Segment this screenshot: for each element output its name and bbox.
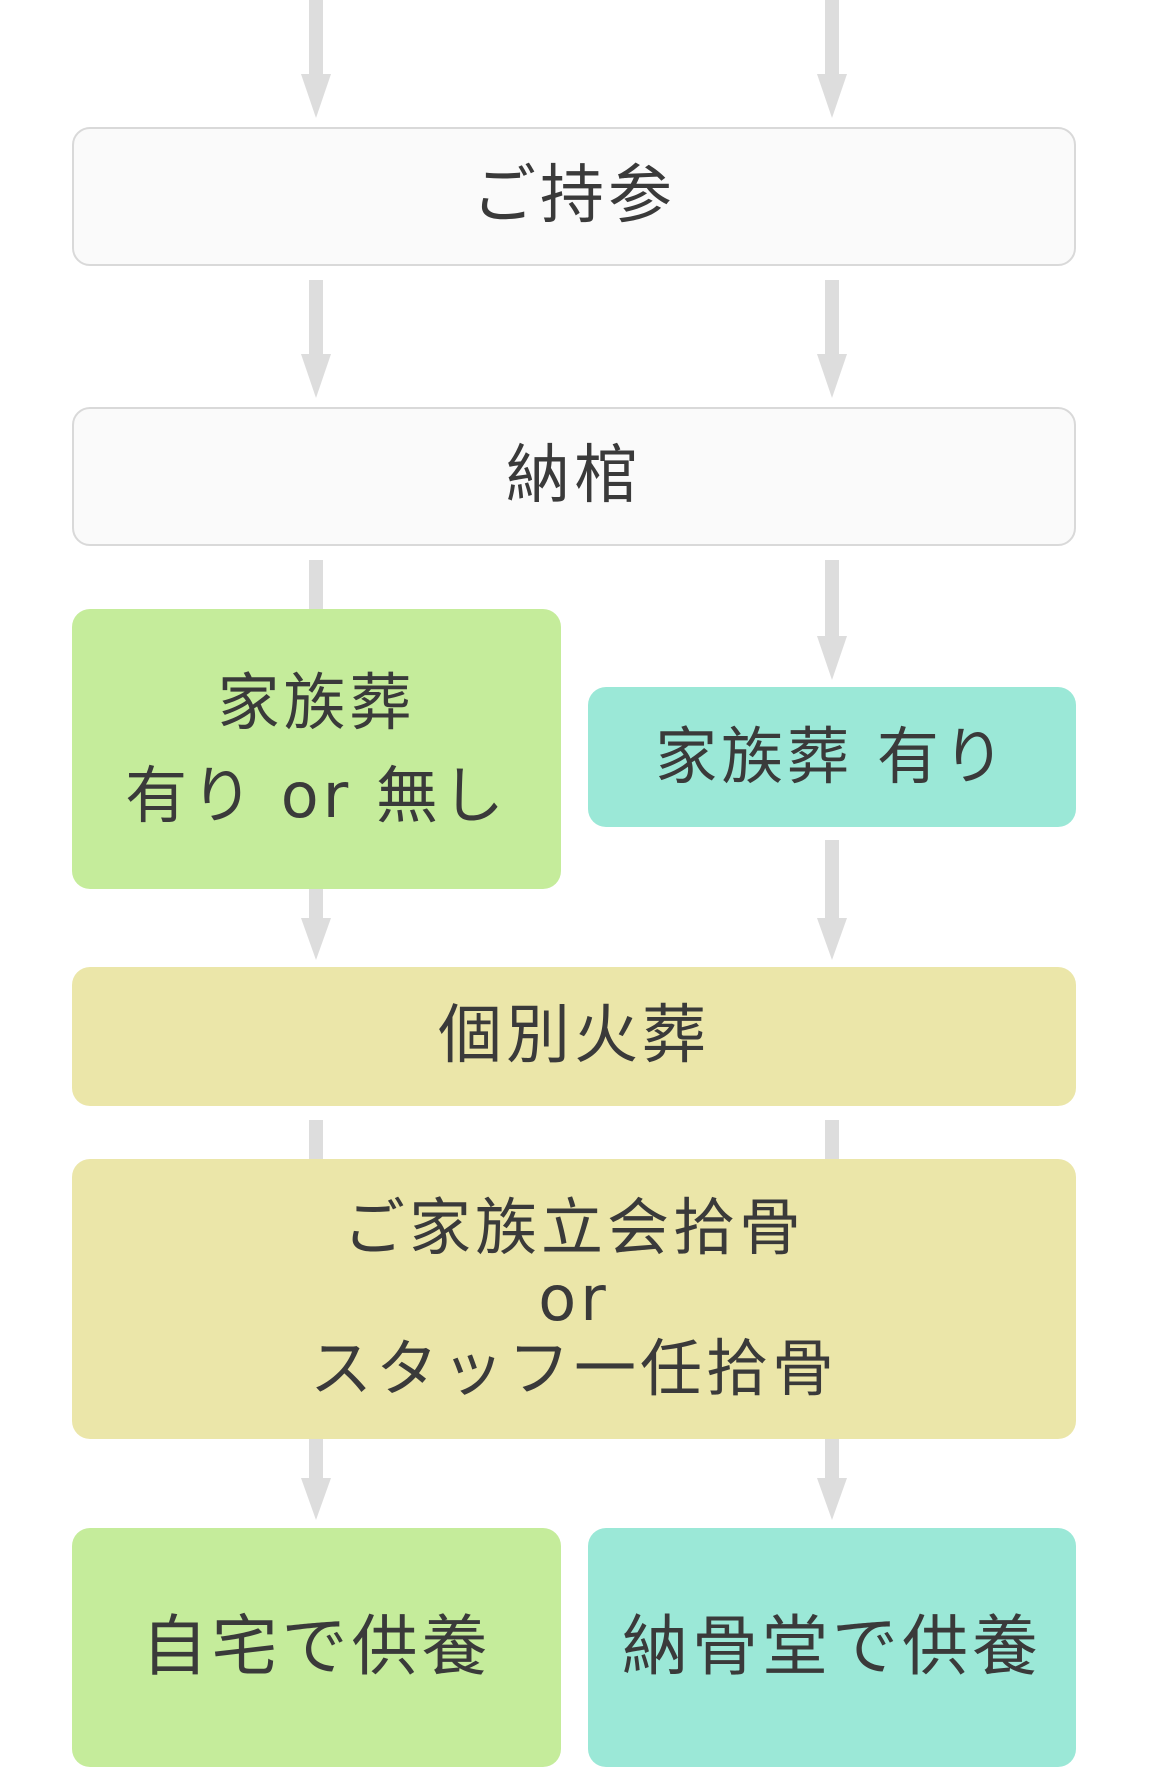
step-coffin-box: 納棺 xyxy=(72,407,1076,546)
step-family-funeral-yes-box: 家族葬 有り xyxy=(588,687,1076,827)
arrow-right-2 xyxy=(817,280,847,398)
step-bone-collection-box: ご家族立会拾骨 or スタッフ一任拾骨 xyxy=(72,1159,1076,1439)
step-individual-cremation-box: 個別火葬 xyxy=(72,967,1076,1106)
arrow-right-3 xyxy=(817,560,847,680)
arrow-left-6 xyxy=(301,1438,331,1520)
line-left-3 xyxy=(309,560,323,610)
step-ossuary-memorial-box: 納骨堂で供養 xyxy=(588,1528,1076,1767)
arrow-right-4 xyxy=(817,840,847,960)
line-left-5 xyxy=(309,1120,323,1160)
arrow-right-top xyxy=(817,0,847,118)
step-bring-box: ご持参 xyxy=(72,127,1076,266)
arrow-left-4 xyxy=(301,888,331,960)
arrow-left-2 xyxy=(301,280,331,398)
arrow-right-6 xyxy=(817,1438,847,1520)
arrow-left-top xyxy=(301,0,331,118)
line-right-5 xyxy=(825,1120,839,1160)
step-home-memorial-box: 自宅で供養 xyxy=(72,1528,561,1767)
step-family-funeral-optional-box: 家族葬 有り or 無し xyxy=(72,609,561,889)
